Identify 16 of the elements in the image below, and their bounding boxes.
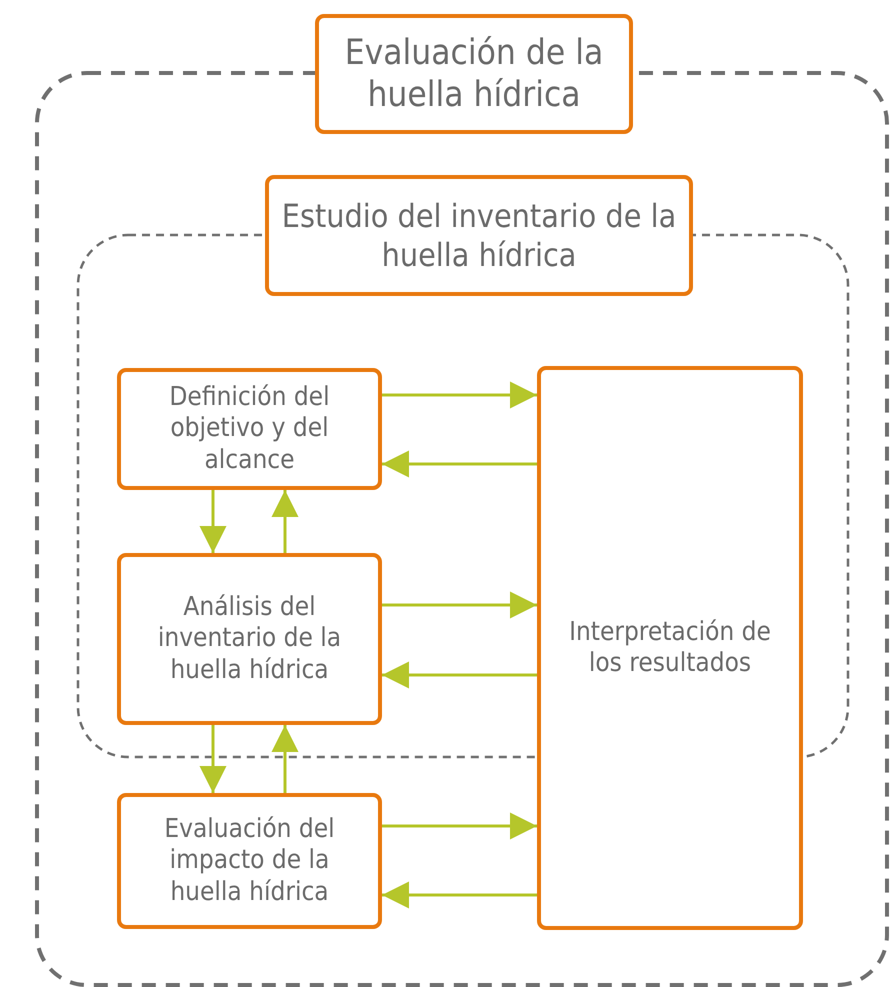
arrow [200, 725, 226, 793]
process-box: Definición del objetivo y del alcance [117, 368, 382, 490]
arrow [200, 490, 226, 553]
process-box: Evaluación del impacto de la huella hídrica [117, 793, 382, 929]
result-box: Interpretación de los resultados [537, 366, 803, 930]
arrow [382, 662, 537, 688]
heading-box: Evaluación de la huella hídrica [315, 14, 633, 134]
process-box: Análisis del inventario de la huella hídrica [117, 553, 382, 725]
arrow [382, 592, 537, 618]
arrow [382, 450, 537, 478]
arrow [272, 490, 298, 553]
arrow [272, 725, 298, 793]
heading-box: Estudio del inventario de la huella hídrica [265, 175, 693, 296]
arrow [382, 382, 537, 408]
arrow [382, 882, 537, 908]
arrow [382, 812, 537, 840]
